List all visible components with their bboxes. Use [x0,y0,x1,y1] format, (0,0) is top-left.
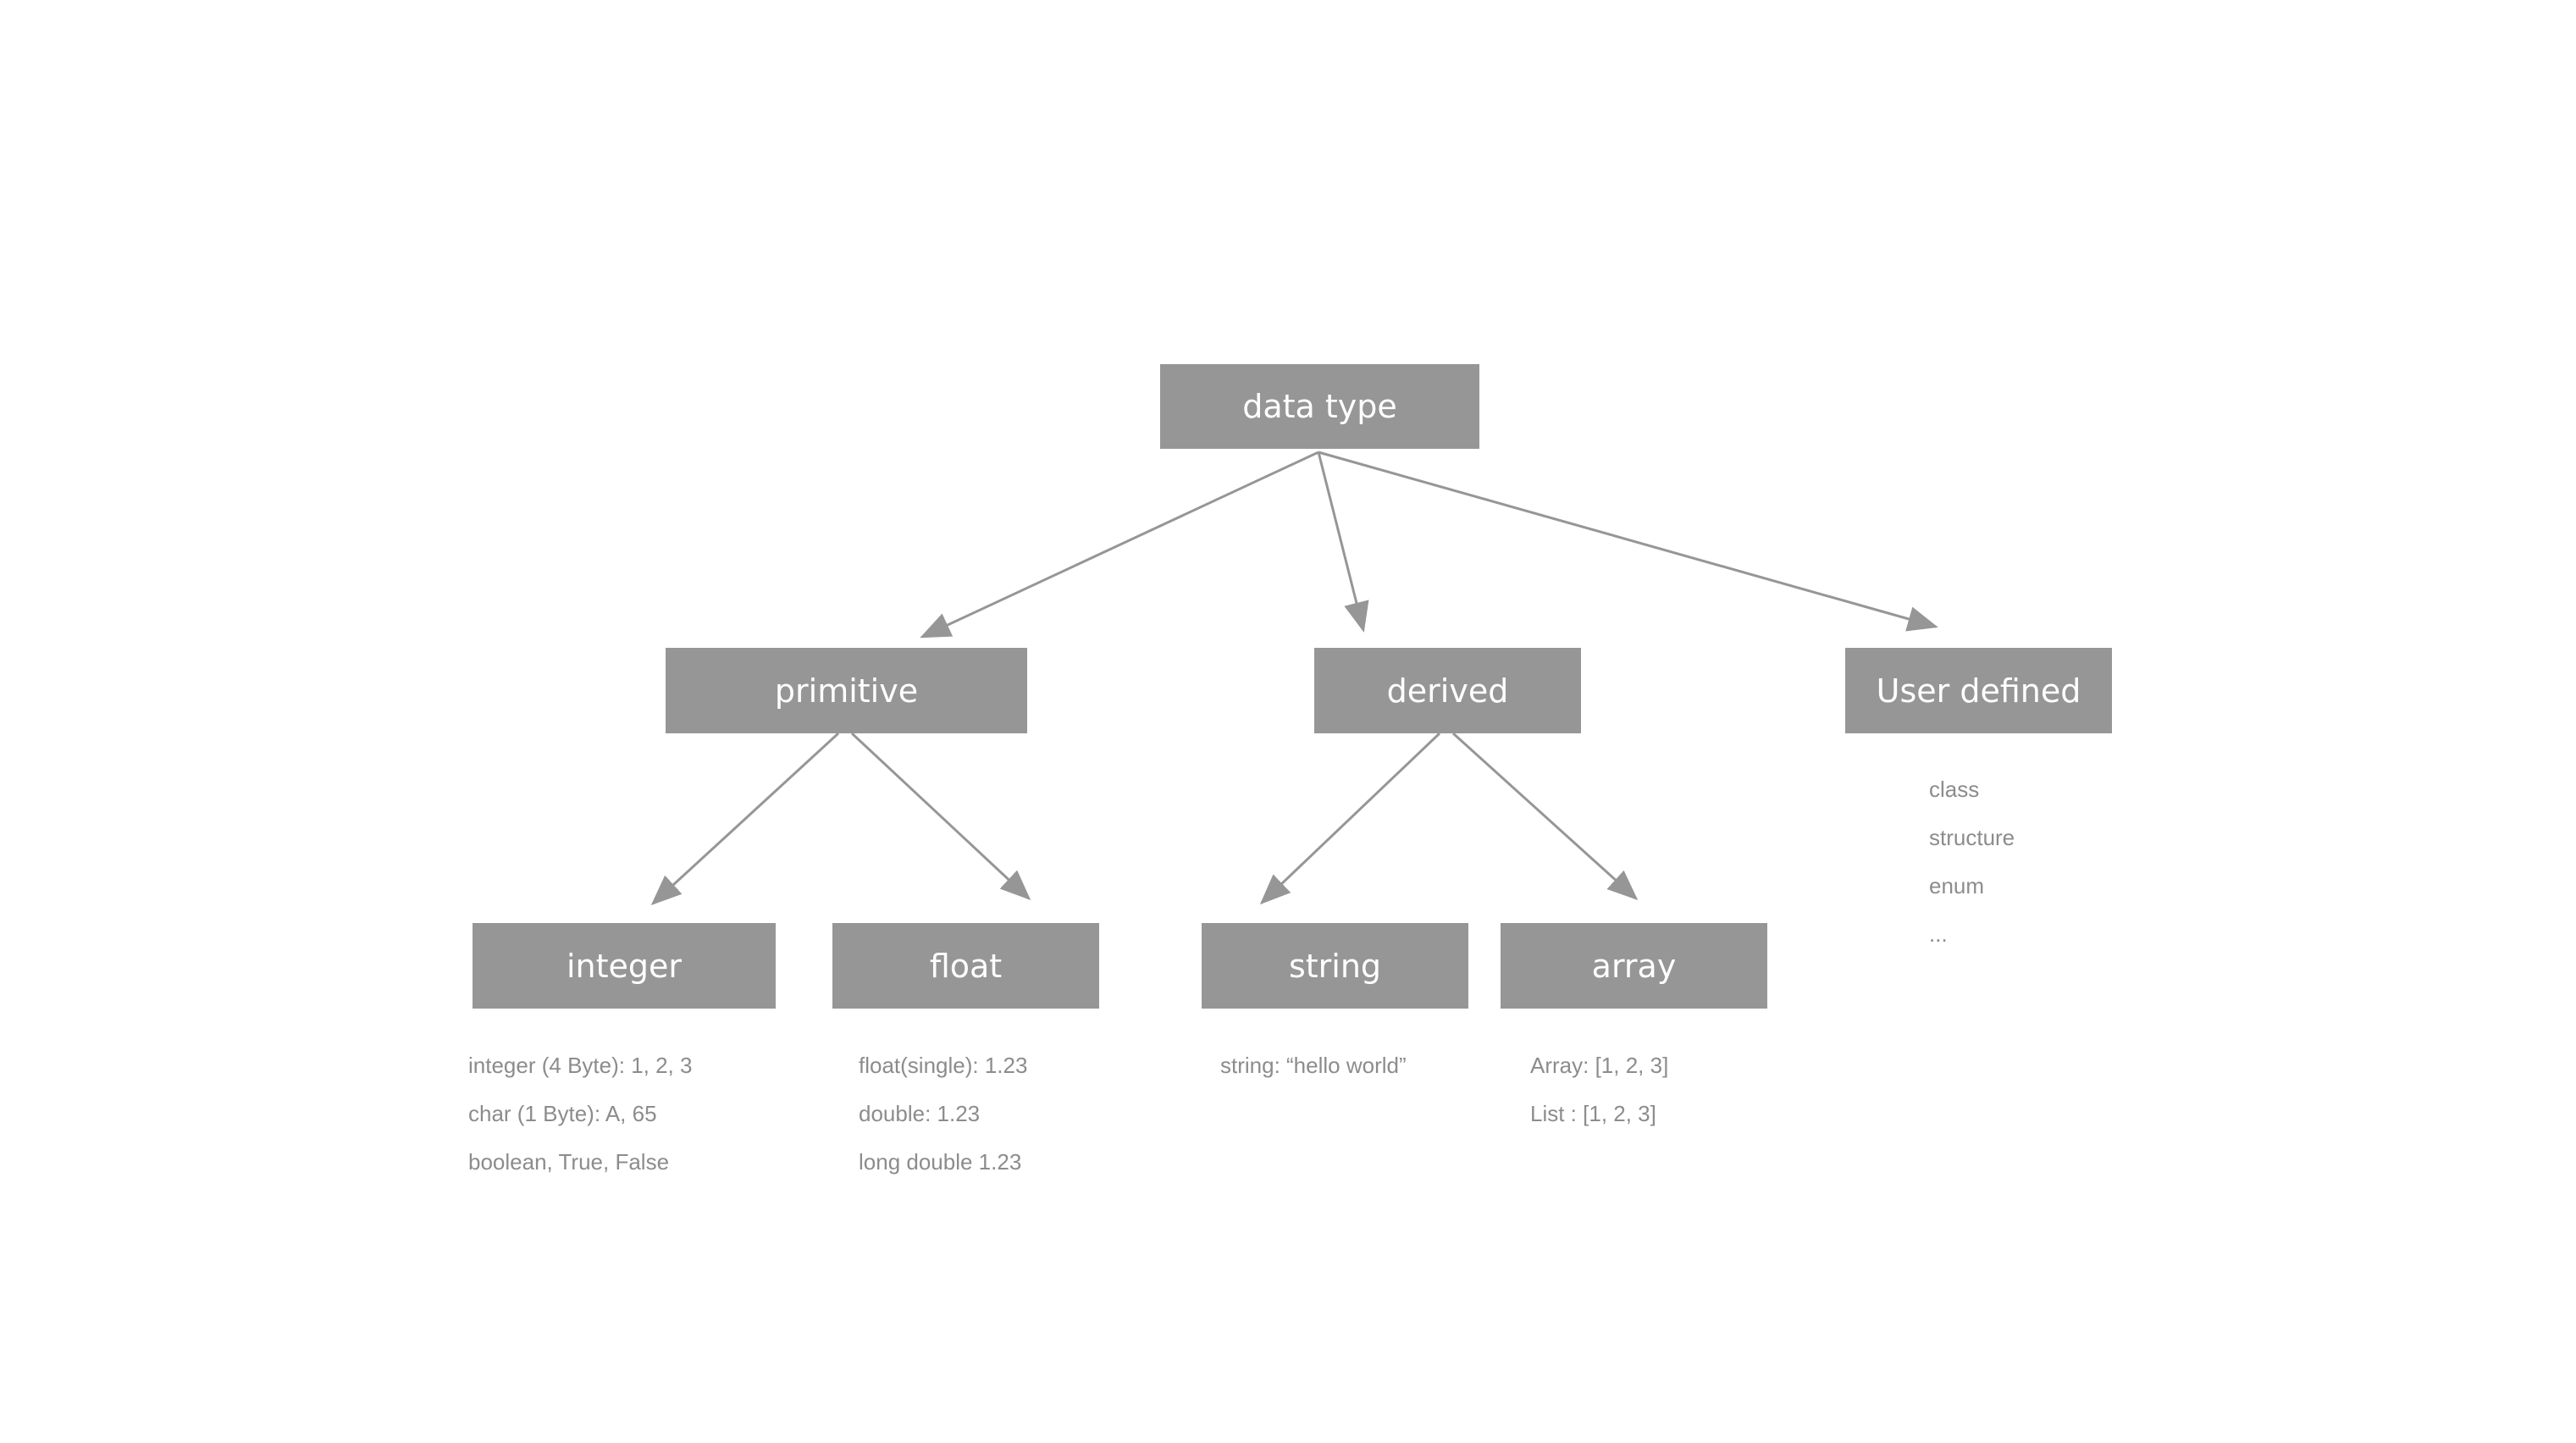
note-item: string: “hello world” [1220,1053,1407,1078]
edge-derived-string [1259,732,1441,905]
node-float: float [832,923,1099,1009]
node-derived: derived [1314,648,1581,733]
note-item: Array: [1, 2, 3] [1530,1053,1669,1078]
note-item: char (1 Byte): A, 65 [468,1101,657,1126]
edge-primitive-integer [650,732,840,906]
node-primitive: primitive [666,648,1027,733]
node-string: string [1202,923,1468,1009]
note-item: ... [1929,921,1948,947]
string-notes: string: “hello world” [1220,1042,1407,1090]
node-array: array [1501,923,1767,1009]
note-item: boolean, True, False [468,1149,670,1175]
edge-derived-array [1451,732,1639,901]
node-data-type: data type [1160,364,1479,449]
note-item: integer (4 Byte): 1, 2, 3 [468,1053,693,1078]
array-notes: Array: [1, 2, 3] List : [1, 2, 3] [1530,1042,1668,1138]
note-item: double: 1.23 [859,1101,981,1126]
float-notes: float(single): 1.23 double: 1.23 long do… [859,1042,1027,1186]
integer-notes: integer (4 Byte): 1, 2, 3 char (1 Byte):… [468,1042,692,1186]
node-integer: integer [473,923,776,1009]
note-item: float(single): 1.23 [859,1053,1028,1078]
edge-datatype-primitive [920,451,1319,639]
note-item: class [1929,777,1980,802]
user-defined-notes: class structure enum ... [1929,766,2015,959]
edge-datatype-derived [1317,451,1369,633]
note-item: List : [1, 2, 3] [1530,1101,1656,1126]
edge-datatype-userdefined [1318,451,1938,632]
node-user-defined: User defined [1845,648,2112,733]
note-item: long double 1.23 [859,1149,1022,1175]
edge-primitive-float [850,732,1031,901]
note-item: structure [1929,825,2015,850]
note-item: enum [1929,873,1985,898]
